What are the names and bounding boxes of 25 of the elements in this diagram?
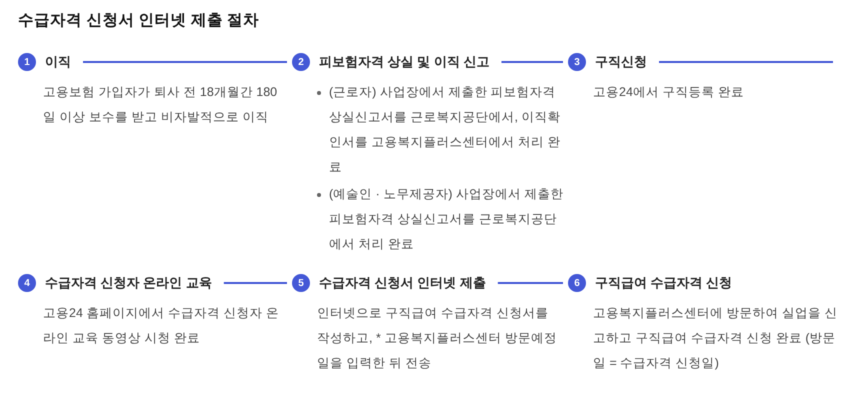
number-badge: 6 (568, 274, 586, 292)
connector-line (83, 61, 287, 63)
number-badge: 5 (292, 274, 310, 292)
step-description: 인터넷으로 구직급여 수급자격 신청서를 작성하고, * 고용복지플러스센터 방문예정일을 입력한 뒤 전송 (317, 305, 558, 372)
step-heading: 수급자격 신청서 인터넷 제출 (319, 274, 486, 292)
step-description: 고용24 홈페이지에서 수급자격 신청자 온라인 교육 동영상 시청 완료 (43, 305, 280, 347)
connector-line (659, 61, 833, 63)
connector-line (224, 282, 287, 284)
step-description: 고용복지플러스센터에 방문하여 실업을 신고하고 구직급여 수급자격 신청 완료 (방문일 = 수급자격 신청일) (593, 305, 838, 372)
connector-line (501, 61, 563, 63)
connector-line (498, 282, 563, 284)
step-description: 고용보험 가입자가 퇴사 전 18개월간 180일 이상 보수를 받고 비자발적으로 이직 (43, 84, 278, 126)
step-heading: 이직 (45, 53, 71, 71)
bullet-text: (근로자) 사업장에서 제출한 피보험자격 상실신고서를 근로복지공단에서, 이직확인서를 고용복지플러스센터에서 처리 완료 (329, 85, 560, 174)
step-description: 고용24에서 구직등록 완료 (593, 84, 745, 101)
title: 수급자격 신청서 인터넷 제출 절차 (18, 11, 260, 31)
step-heading: 피보험자격 상실 및 이직 신고 (319, 53, 490, 71)
bullet-text: (예술인 · 노무제공자) 사업장에서 제출한 피보험자격 상실신고서를 근로복지공단에서 처리 완료 (329, 187, 564, 251)
step-heading: 구직신청 (595, 53, 647, 71)
number-badge: 3 (568, 53, 586, 71)
number-badge: 2 (292, 53, 310, 71)
number-badge: 4 (18, 274, 36, 292)
number-badge: 1 (18, 53, 36, 71)
step-heading: 구직급여 수급자격 신청 (595, 274, 732, 292)
step-heading: 수급자격 신청자 온라인 교육 (45, 274, 212, 292)
